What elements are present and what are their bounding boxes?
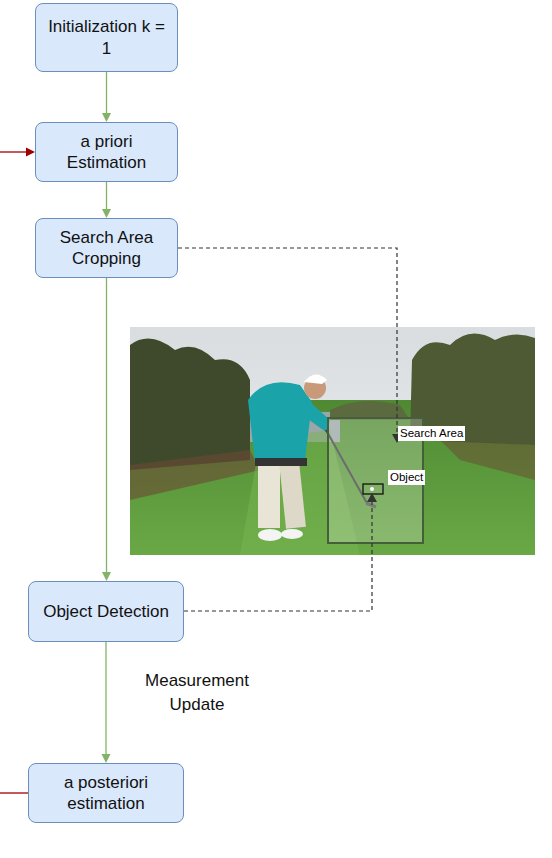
golf-photo: [130, 327, 535, 555]
process-box: a priori Estimation: [35, 122, 178, 182]
box-text: Search Area Cropping: [44, 227, 169, 270]
feedback-line: [0, 792, 28, 793]
process-box: Search Area Cropping: [35, 218, 178, 278]
process-box: Object Detection: [28, 581, 184, 642]
dashed-leader: [178, 248, 397, 436]
flow-arrow: [102, 642, 111, 763]
flow-arrow: [102, 72, 111, 122]
flow-arrow: [102, 182, 111, 218]
process-box: Initialization k = 1: [35, 3, 178, 72]
box-text: a posteriori estimation: [37, 772, 175, 815]
dashed-leader: [184, 500, 372, 611]
flow-arrow: [102, 278, 111, 581]
box-text: a priori Estimation: [44, 131, 169, 174]
process-box: a posteriori estimation: [28, 763, 184, 823]
feedback-line: [0, 151, 28, 152]
box-text: Object Detection: [43, 601, 169, 622]
edge-label: Measurement Update: [120, 669, 274, 717]
arrow-head: [26, 148, 35, 157]
image-label: Object: [388, 470, 425, 485]
box-text: Initialization k = 1: [44, 16, 169, 59]
arrow-head: [367, 493, 377, 502]
image-label: Search Area: [398, 426, 465, 441]
